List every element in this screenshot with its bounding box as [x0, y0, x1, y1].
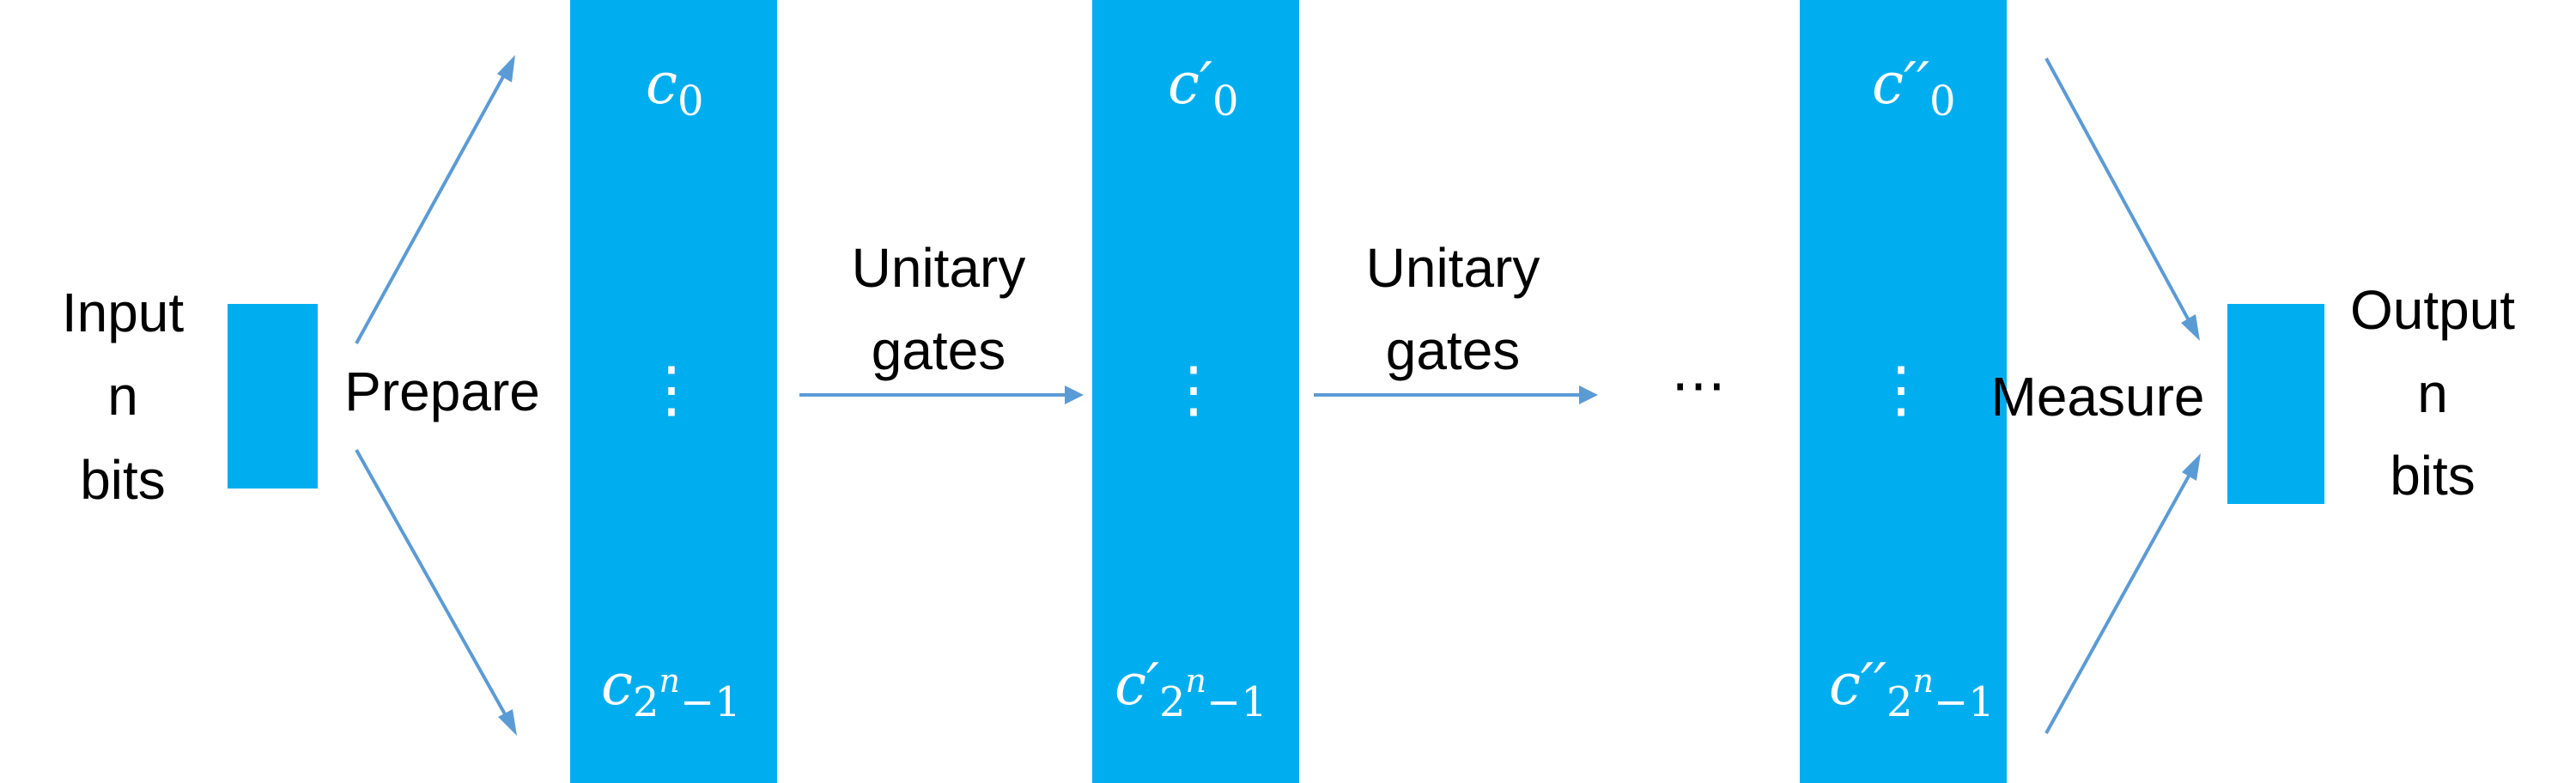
amplitude-top-2: c′0 [1168, 51, 1239, 125]
unitary-gates-1: Unitary gates [799, 237, 1084, 404]
input-label-line2: n [107, 365, 138, 427]
vdots-1: ⋮ [641, 355, 702, 424]
output-label-line3: bits [2390, 445, 2476, 507]
measure-arrow-top [2044, 58, 2196, 332]
ellipsis: ⋯ [1671, 354, 1726, 416]
unitary-arrow-1-head [1065, 385, 1084, 404]
output-group: Output n bits [2227, 279, 2515, 507]
vdots-3: ⋮ [1870, 355, 1932, 424]
amplitude-column-2: c′0 ⋮ c′2n−1 [1092, 0, 1299, 783]
prepare-arrow-down [355, 449, 513, 727]
amplitude-bottom-2: c′2n−1 [1115, 652, 1267, 726]
amplitude-column-1: c0 ⋮ c2n−1 [570, 0, 777, 783]
measure-group: Measure [1991, 58, 2205, 734]
state-vector-block-2 [1092, 0, 1299, 783]
output-label-line2: n [2417, 362, 2448, 424]
unitary-arrow-2-head [1579, 385, 1598, 404]
unitary-gates-2-line1: Unitary [1366, 237, 1540, 299]
input-label-line1: Input [62, 282, 185, 343]
output-label-line1: Output [2350, 279, 2515, 341]
prepare-arrow-up-head [497, 55, 515, 82]
unitary-gates-2: Unitary gates [1314, 237, 1598, 404]
measure-arrow-top-head [2181, 314, 2200, 341]
amplitude-top-3: c′′0 [1872, 51, 1956, 125]
measure-label: Measure [1991, 366, 2205, 428]
state-vector-block-1 [570, 0, 777, 783]
vdots-2: ⋮ [1163, 355, 1224, 424]
input-register-block [228, 304, 318, 489]
output-register-block [2227, 304, 2324, 504]
amplitude-bottom-3: c′′2n−1 [1829, 652, 1995, 726]
amplitude-bottom-1: c2n−1 [601, 652, 741, 726]
unitary-gates-1-line1: Unitary [852, 237, 1026, 299]
amplitude-top-1: c0 [646, 51, 704, 125]
state-vector-block-3 [1800, 0, 2007, 783]
measure-arrow-bottom-head [2182, 453, 2201, 481]
input-label-line3: bits [80, 449, 166, 511]
prepare-group: Prepare [344, 55, 540, 736]
prepare-arrow-up [355, 62, 513, 344]
unitary-gates-1-line2: gates [872, 319, 1006, 381]
amplitude-column-3: c′′0 ⋮ c′′2n−1 [1800, 0, 2007, 783]
prepare-label: Prepare [344, 361, 540, 422]
unitary-gates-2-line2: gates [1386, 319, 1521, 381]
measure-arrow-bottom [2044, 463, 2197, 734]
input-group: Input n bits [62, 282, 318, 511]
prepare-arrow-down-head [498, 709, 517, 736]
